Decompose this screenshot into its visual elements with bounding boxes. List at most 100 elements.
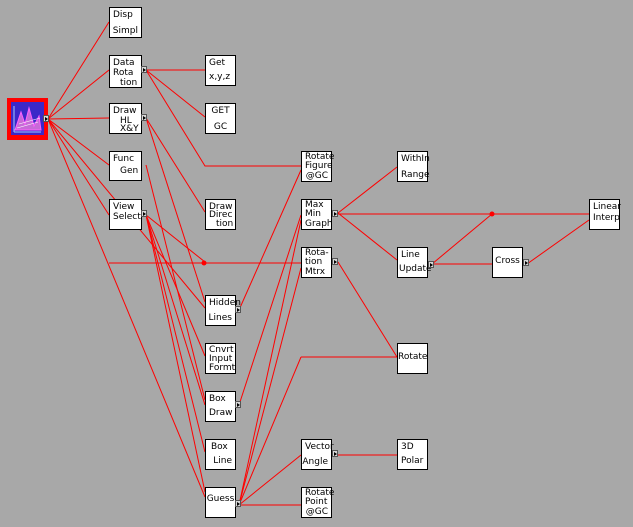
node-label-line: Data: [113, 58, 135, 68]
node-cross[interactable]: Cross: [492, 247, 523, 278]
node-label-line: Box: [209, 394, 226, 404]
node-label-line: Line: [401, 250, 420, 260]
node-label-line: Formt: [209, 363, 236, 373]
node-label-line: Mtrx: [305, 267, 326, 277]
node-label-line: Lines: [208, 313, 232, 323]
expand-arrow-icon[interactable]: [523, 259, 529, 266]
node-label-line: Point: [305, 497, 328, 507]
node-label-line: Line: [213, 456, 232, 466]
node-3d-polar[interactable]: 3D Polar: [397, 439, 428, 470]
node-vector-angle[interactable]: Vector Angle: [301, 439, 334, 470]
wire-guess-rotate: [238, 356, 302, 506]
node-disp-simpl[interactable]: Disp Simpl: [109, 7, 142, 38]
node-label-line: Simpl: [112, 26, 138, 36]
expand-arrow-icon[interactable]: [332, 258, 338, 265]
node-max-min-graph[interactable]: Max Min Graph: [301, 199, 333, 230]
node-label-line: Draw: [209, 408, 233, 418]
wire-draw-direction: [145, 117, 206, 213]
wire-view-cnvrt: [145, 214, 206, 357]
node-label-line: Vector: [305, 442, 334, 452]
expand-arrow-icon[interactable]: [141, 66, 147, 73]
node-label-line: Input: [209, 354, 233, 364]
node-label-line: Gen: [120, 166, 139, 176]
node-cnvrt-input-formt[interactable]: Cnvrt Input Formt: [205, 343, 236, 374]
node-label-line: WithIn: [401, 154, 430, 164]
wire-guess-rotmtrx: [238, 267, 302, 506]
wire-data-getgc: [145, 69, 206, 118]
wire-root-view: [47, 118, 110, 216]
node-get-gc[interactable]: GET GC: [205, 103, 236, 134]
node-draw-direction[interactable]: Draw Direc tion: [205, 199, 236, 230]
node-label-line: View: [113, 202, 135, 212]
expand-arrow-icon[interactable]: [235, 401, 241, 408]
node-within-range[interactable]: WithIn Range: [397, 151, 430, 182]
wire-lineupdate-junction: [431, 213, 493, 265]
node-label-line: Disp: [113, 10, 133, 20]
wire-guess-vector: [238, 454, 302, 506]
node-label-line: Interp: [593, 213, 620, 223]
node-label-line: Rotate: [305, 488, 335, 498]
node-label-line: Func: [113, 154, 135, 164]
wire-root-data: [47, 69, 110, 120]
node-label-line: Cross: [495, 256, 520, 266]
surface-plot-icon: [11, 102, 44, 135]
root-vi-node[interactable]: [7, 98, 48, 140]
wire-view-boxline: [145, 214, 206, 453]
expand-arrow-icon[interactable]: [428, 261, 434, 268]
expand-arrow-icon[interactable]: [235, 500, 241, 507]
node-box-draw[interactable]: Box Draw: [205, 391, 236, 422]
node-label-line: 3D: [401, 442, 414, 452]
wire-func-boxdraw: [145, 164, 206, 401]
node-label-line: tion: [216, 219, 234, 229]
wire-root-func: [47, 118, 110, 166]
node-hidden-lines[interactable]: Hidden Lines: [205, 295, 241, 326]
node-rotate[interactable]: Rotate: [397, 343, 428, 374]
wire-root-disp: [47, 21, 110, 120]
node-label-line: tion: [120, 78, 138, 88]
node-func-gen[interactable]: Func Gen: [109, 151, 142, 181]
expand-arrow-icon[interactable]: [141, 114, 147, 121]
wire-maxmin-lineupdate: [337, 212, 398, 261]
node-draw-hl-xy[interactable]: Draw HL X&Y: [109, 103, 142, 134]
expand-arrow-icon[interactable]: [332, 450, 338, 457]
node-linear-interp[interactable]: Linear Interp: [589, 199, 621, 230]
node-label-line: Range: [401, 170, 430, 180]
wire-rotmtrx-rotate: [337, 261, 398, 358]
node-label-line: Hidden: [209, 298, 241, 308]
node-label-line: X&Y: [120, 124, 139, 134]
node-label-line: Cnvrt: [209, 345, 234, 355]
node-guess[interactable]: Guess: [205, 487, 236, 518]
node-label-line: Direc: [209, 210, 233, 220]
node-label-line: x,y,z: [209, 72, 231, 82]
expand-arrow-icon[interactable]: [235, 306, 241, 313]
node-label-line: Rota-: [305, 248, 329, 258]
node-rotate-point-gc[interactable]: Rotate Point @GC: [301, 487, 335, 518]
wire-cross-linear: [526, 219, 590, 265]
expand-arrow-icon[interactable]: [141, 210, 147, 217]
junction-dot: [201, 260, 207, 266]
node-label-line: Box: [211, 442, 228, 452]
node-get-xyz[interactable]: Get x,y,z: [205, 55, 236, 86]
node-rotate-figure-gc[interactable]: Rotate Figure @GC: [301, 151, 335, 182]
node-label-line: Rotate: [305, 152, 335, 162]
expand-arrow-icon[interactable]: [332, 210, 338, 217]
node-label-line: Linear: [593, 202, 621, 212]
node-line-update[interactable]: Line Update: [397, 247, 432, 278]
wire-root-draw: [47, 117, 110, 120]
node-label-line: Rotate: [398, 352, 428, 362]
node-box-line[interactable]: Box Line: [205, 439, 236, 470]
expand-arrow-icon[interactable]: [43, 115, 49, 122]
wire-hidden-rotfig: [238, 169, 302, 311]
node-label-line: Polar: [401, 456, 424, 466]
node-label-line: Angle: [302, 457, 328, 467]
node-label-line: Max: [305, 200, 324, 210]
wire-root-guess: [47, 118, 206, 498]
junction-dot: [489, 211, 495, 217]
wire-draw-hidden: [145, 117, 206, 303]
node-view-select[interactable]: View Select: [109, 199, 142, 230]
node-data-rotation[interactable]: Data Rota tion: [109, 55, 142, 88]
node-rotation-mtrx[interactable]: Rota- tion Mtrx: [301, 247, 332, 278]
node-label-line: Graph: [305, 219, 333, 229]
node-label-line: Update: [399, 264, 432, 274]
